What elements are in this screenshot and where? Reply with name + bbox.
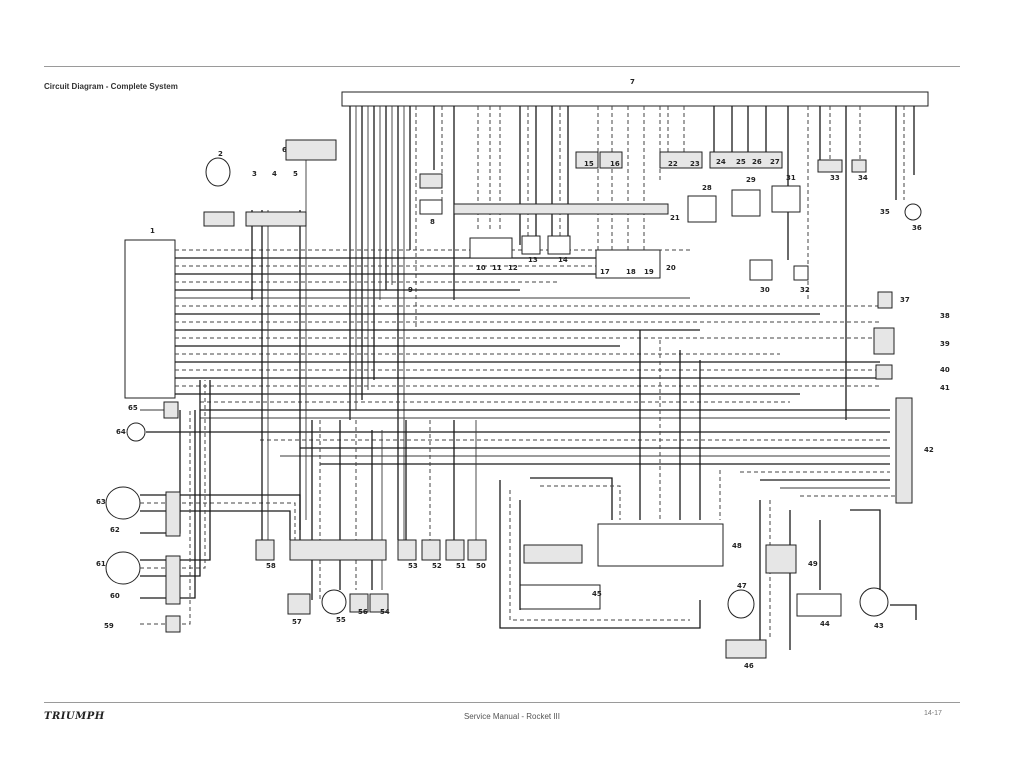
component-label-48: 48: [732, 542, 742, 550]
component-label-23: 23: [690, 160, 700, 168]
component-label-62: 62: [110, 526, 120, 534]
component-label-24: 24: [716, 158, 726, 166]
bottom-connector-row: [163, 401, 797, 659]
component-label-31: 31: [786, 174, 796, 182]
component-label-54: 54: [380, 608, 390, 616]
component-label-27: 27: [770, 158, 780, 166]
component-label-65: 65: [128, 404, 138, 412]
component-label-3: 3: [252, 170, 257, 178]
component-label-40: 40: [940, 366, 950, 374]
component-label-35: 35: [880, 208, 890, 216]
component-label-21: 21: [670, 214, 680, 222]
component-label-51: 51: [456, 562, 466, 570]
component-label-42: 42: [924, 446, 934, 454]
component-label-45: 45: [592, 590, 602, 598]
component-label-43: 43: [874, 622, 884, 630]
ecm-connector: [341, 91, 929, 107]
component-label-37: 37: [900, 296, 910, 304]
component-label-18: 18: [626, 268, 636, 276]
component-label-50: 50: [476, 562, 486, 570]
component-label-9: 9: [408, 286, 413, 294]
component-label-33: 33: [830, 174, 840, 182]
main-harness-connector: [895, 397, 913, 504]
diagram-artwork: [105, 91, 929, 659]
diagram-title: Circuit Diagram - Complete System: [44, 82, 178, 91]
component-label-28: 28: [702, 184, 712, 192]
component-label-49: 49: [808, 560, 818, 568]
component-label-44: 44: [820, 620, 830, 628]
fuse-box: [597, 523, 724, 567]
component-label-16: 16: [610, 160, 620, 168]
wire-drops-bottom: [251, 150, 917, 650]
component-label-29: 29: [746, 176, 756, 184]
footer-page-number: 14-17: [924, 710, 942, 717]
component-label-58: 58: [266, 562, 276, 570]
triumph-logo: TRIUMPH: [44, 711, 105, 722]
component-label-34: 34: [858, 174, 868, 182]
component-label-63: 63: [96, 498, 106, 506]
component-label-46: 46: [744, 662, 754, 670]
wire-bus-horizontal: [146, 249, 896, 497]
component-label-38: 38: [940, 312, 950, 320]
component-label-4: 4: [272, 170, 277, 178]
component-label-11: 11: [492, 264, 502, 272]
component-label-17: 17: [600, 268, 610, 276]
coil-2: [205, 157, 231, 187]
component-label-14: 14: [558, 256, 568, 264]
component-label-57: 57: [292, 618, 302, 626]
component-label-25: 25: [736, 158, 746, 166]
component-47: [727, 589, 755, 619]
component-label-53: 53: [408, 562, 418, 570]
component-label-19: 19: [644, 268, 654, 276]
component-label-36: 36: [912, 224, 922, 232]
component-label-52: 52: [432, 562, 442, 570]
component-label-22: 22: [668, 160, 678, 168]
component-label-20: 20: [666, 264, 676, 272]
component-label-56: 56: [358, 608, 368, 616]
component-label-59: 59: [104, 622, 114, 630]
relay-block: [519, 584, 601, 610]
component-label-2: 2: [218, 150, 223, 158]
top-subconnectors: [203, 139, 895, 380]
component-label-61: 61: [96, 560, 106, 568]
component-label-7: 7: [630, 78, 635, 86]
component-label-39: 39: [940, 340, 950, 348]
component-label-1: 1: [150, 227, 155, 235]
component-label-8: 8: [430, 218, 435, 226]
component-label-13: 13: [528, 256, 538, 264]
instrument-pack: [124, 239, 176, 399]
component-55: [321, 589, 347, 615]
component-label-64: 64: [116, 428, 126, 436]
component-label-26: 26: [752, 158, 762, 166]
component-label-60: 60: [110, 592, 120, 600]
component-label-5: 5: [293, 170, 298, 178]
component-label-47: 47: [737, 582, 747, 590]
battery: [796, 593, 842, 617]
footer-manual-title: Service Manual - Rocket III: [463, 712, 561, 721]
starter-motor: [859, 587, 889, 617]
headlight-left: [105, 551, 141, 585]
component-label-12: 12: [508, 264, 518, 272]
component-label-32: 32: [800, 286, 810, 294]
horn: [126, 422, 146, 442]
component-label-6: 6: [282, 146, 287, 154]
component-label-30: 30: [760, 286, 770, 294]
footer-rule: [44, 702, 960, 703]
component-label-10: 10: [476, 264, 486, 272]
component-label-41: 41: [940, 384, 950, 392]
sensor-36: [904, 203, 922, 221]
header-rule: [44, 66, 960, 67]
component-label-55: 55: [336, 616, 346, 624]
component-label-15: 15: [584, 160, 594, 168]
headlight-right: [105, 486, 141, 520]
